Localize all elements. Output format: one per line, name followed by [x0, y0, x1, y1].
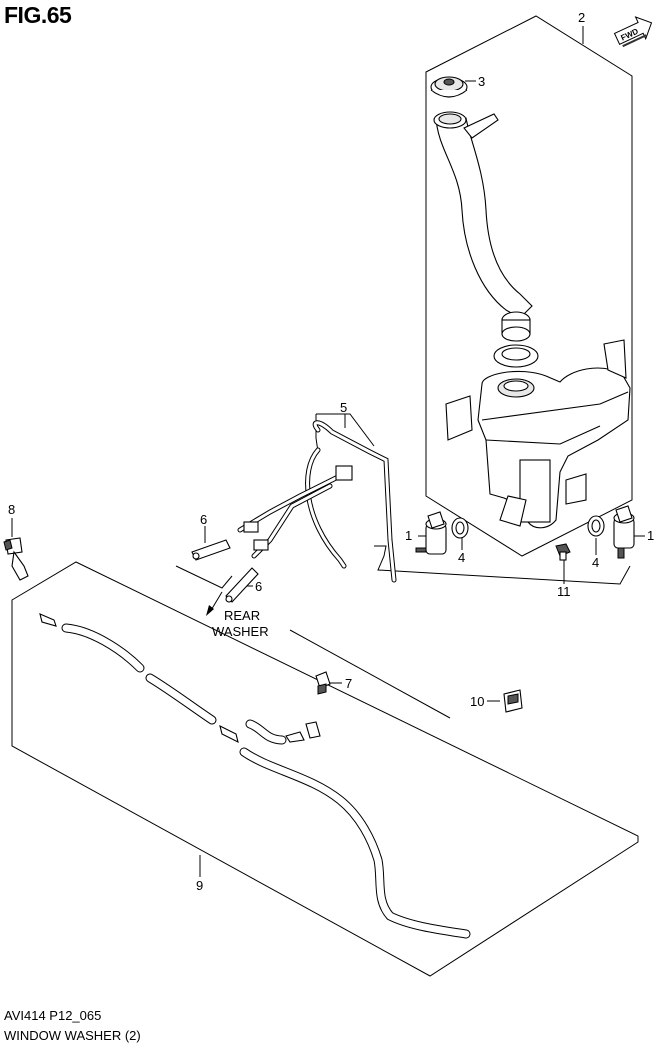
- callout-2: 2: [578, 10, 585, 25]
- tank-bolt: [555, 543, 571, 561]
- callout-4a: 4: [458, 550, 465, 565]
- callout-1b: 1: [647, 528, 654, 543]
- washer-wiring-harness: [237, 420, 397, 583]
- callout-6b: 6: [255, 579, 262, 594]
- callout-10: 10: [470, 694, 484, 709]
- callout-6a: 6: [200, 512, 207, 527]
- pump-group-line-left: [374, 545, 631, 585]
- pump-grommet-left: [451, 517, 469, 539]
- callout-4b: 4: [592, 555, 599, 570]
- tank-assembly-frame: [425, 15, 633, 557]
- figure-caption: WINDOW WASHER (2): [4, 1028, 141, 1043]
- figure-title: FIG.65: [4, 2, 72, 28]
- callout-5: 5: [340, 400, 347, 415]
- guide-line: [289, 629, 451, 719]
- washer-hose: [39, 613, 471, 939]
- rear-washer-label-line2: WASHER: [212, 624, 269, 639]
- connector-upper: [191, 539, 231, 561]
- harness-frame-top: [316, 413, 375, 447]
- callout-8: 8: [8, 502, 15, 517]
- washer-tank: [445, 339, 631, 529]
- filler-cap: [430, 76, 468, 98]
- harness-frame: [315, 414, 319, 453]
- rear-washer-label-line1: REAR: [224, 608, 260, 623]
- rear-washer-guide: [175, 565, 233, 589]
- hose-joint: [315, 671, 331, 695]
- fwd-arrow-icon: FWD: [613, 16, 653, 48]
- washer-pump-right: [613, 505, 635, 559]
- pump-grommet-right: [587, 515, 605, 537]
- washer-pump-left: [415, 511, 447, 555]
- rear-direction-arrow-icon: [206, 591, 223, 616]
- rear-washer-nozzle: [3, 537, 29, 581]
- tank-grommet: [493, 344, 539, 368]
- hose-clip: [503, 689, 523, 713]
- callout-11: 11: [557, 584, 571, 599]
- hose-assembly-frame: [11, 561, 639, 977]
- callout-1a: 1: [405, 528, 412, 543]
- filler-neck: [433, 111, 533, 342]
- callout-7: 7: [345, 676, 352, 691]
- callout-9: 9: [196, 878, 203, 893]
- connector-lower: [225, 567, 259, 603]
- figure-code: AVI414 P12_065: [4, 1008, 102, 1023]
- callout-3: 3: [478, 74, 485, 89]
